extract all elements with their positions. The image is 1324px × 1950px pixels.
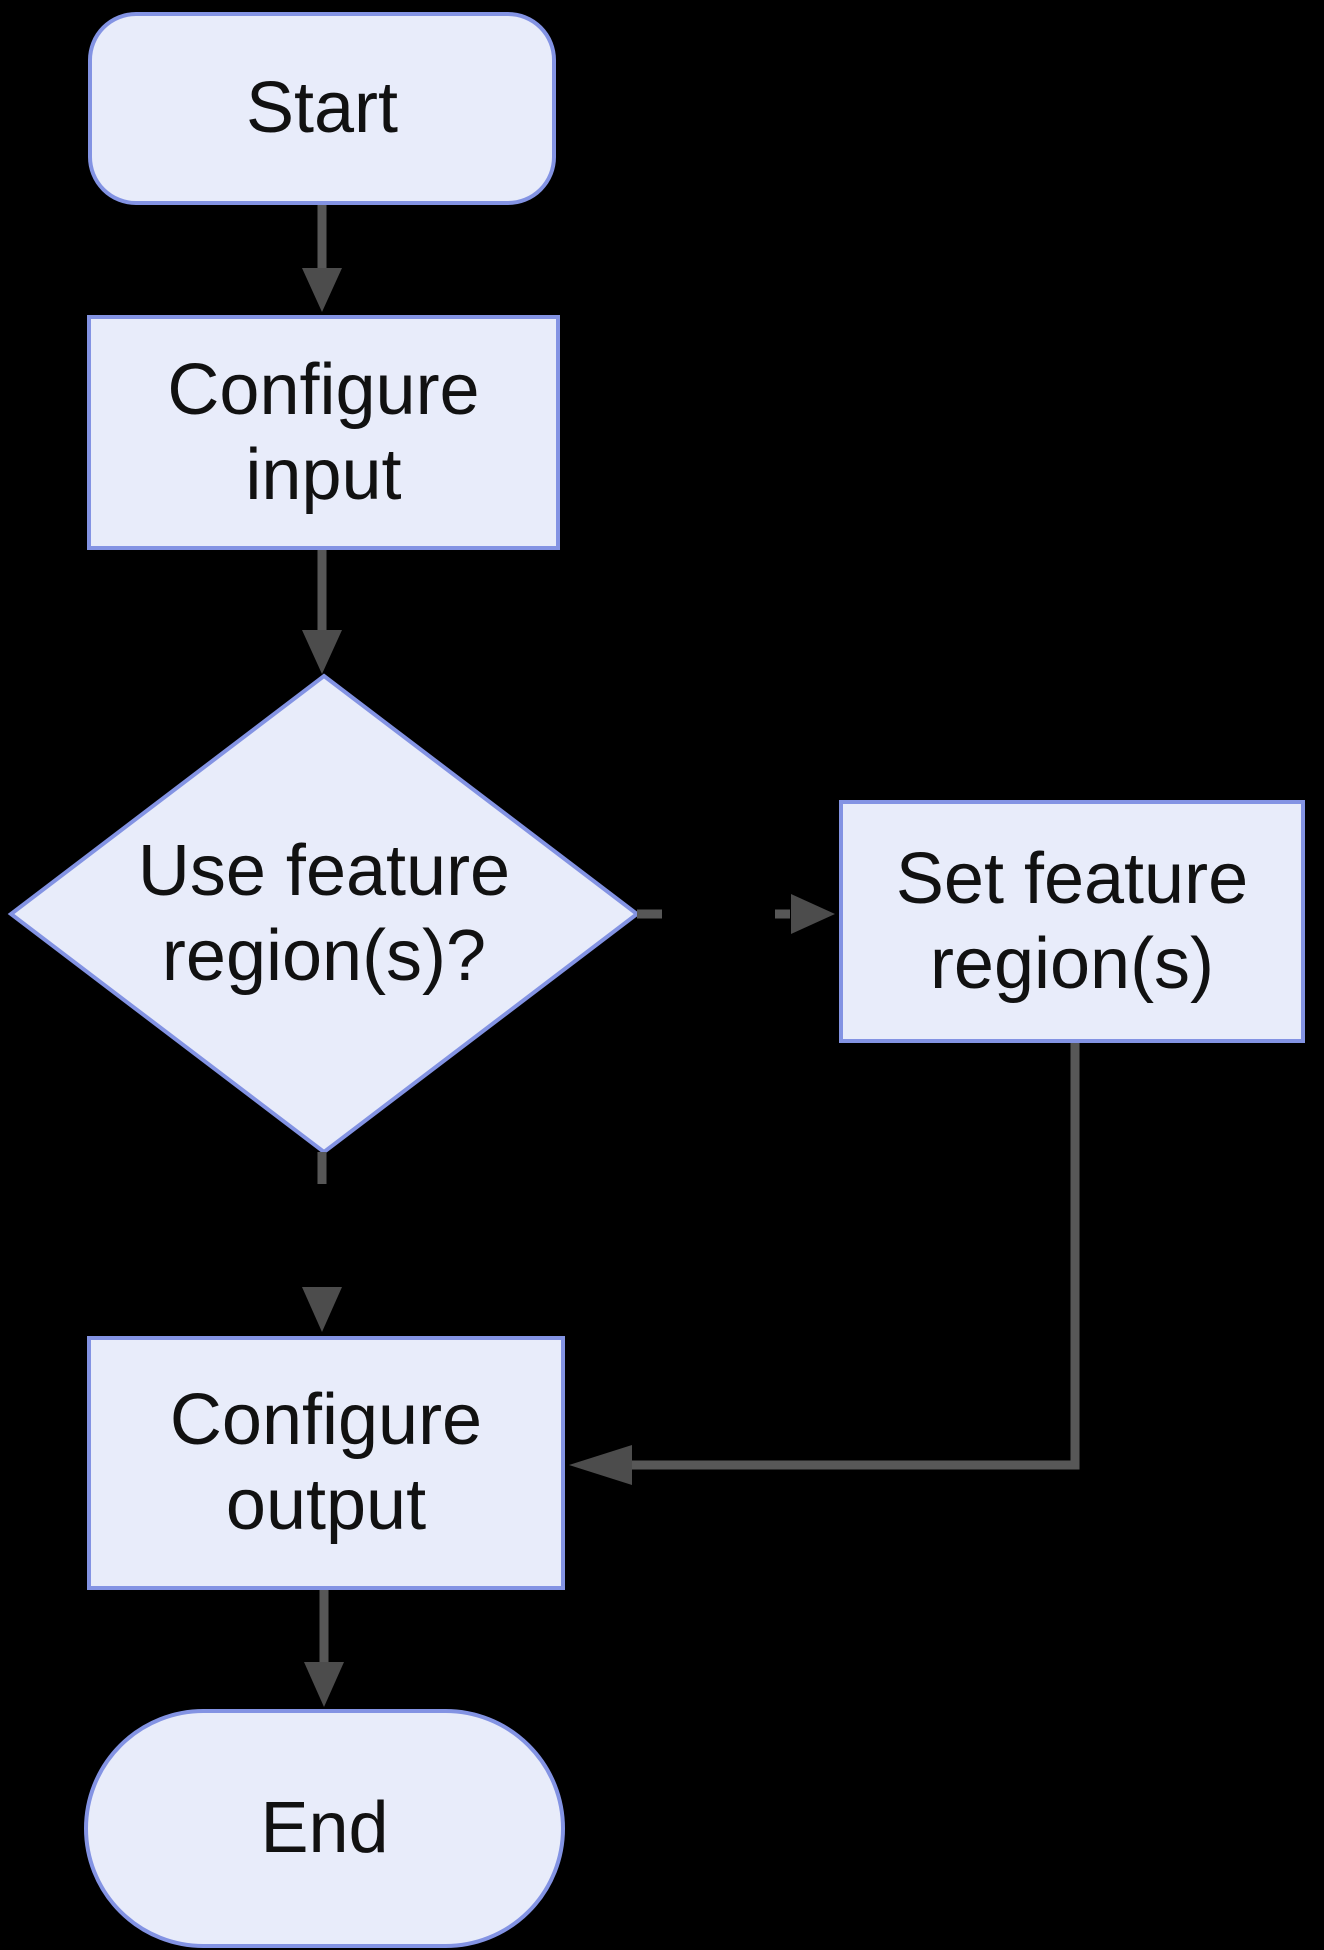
node-set-feature-label-line1: Set feature [895,838,1249,919]
node-configure-output-label-line2: output [225,1465,427,1545]
edge-set-feature-to-configure-output [630,1043,1080,1470]
arrowhead-into-decision [302,630,342,674]
node-configure-input: Configure input [87,315,560,550]
arrowhead-into-set-feature [791,894,835,934]
node-start-label: Start [245,68,399,149]
arrowhead-into-configure-input [302,268,342,312]
node-configure-output-label-line1: Configure [169,1380,483,1461]
arrowhead-into-end [304,1662,344,1707]
node-decision-label-line1: Use feature [137,831,511,912]
node-start: Start [88,12,556,205]
arrowhead-into-configure-output-right [569,1445,632,1485]
node-end: End [84,1709,565,1948]
node-configure-input-label-line2: input [245,434,402,515]
arrowhead-into-configure-output-top [302,1287,342,1332]
node-end-label: End [260,1788,389,1869]
node-decision-label: Use feature region(s)? [64,794,584,1034]
node-decision-label-line2: region(s)? [161,916,487,996]
node-configure-input-label-line1: Configure [167,349,480,430]
node-set-feature-regions: Set feature region(s) [839,800,1305,1043]
node-configure-output: Configure output [87,1336,565,1590]
node-set-feature-label-line2: region(s) [929,923,1215,1004]
